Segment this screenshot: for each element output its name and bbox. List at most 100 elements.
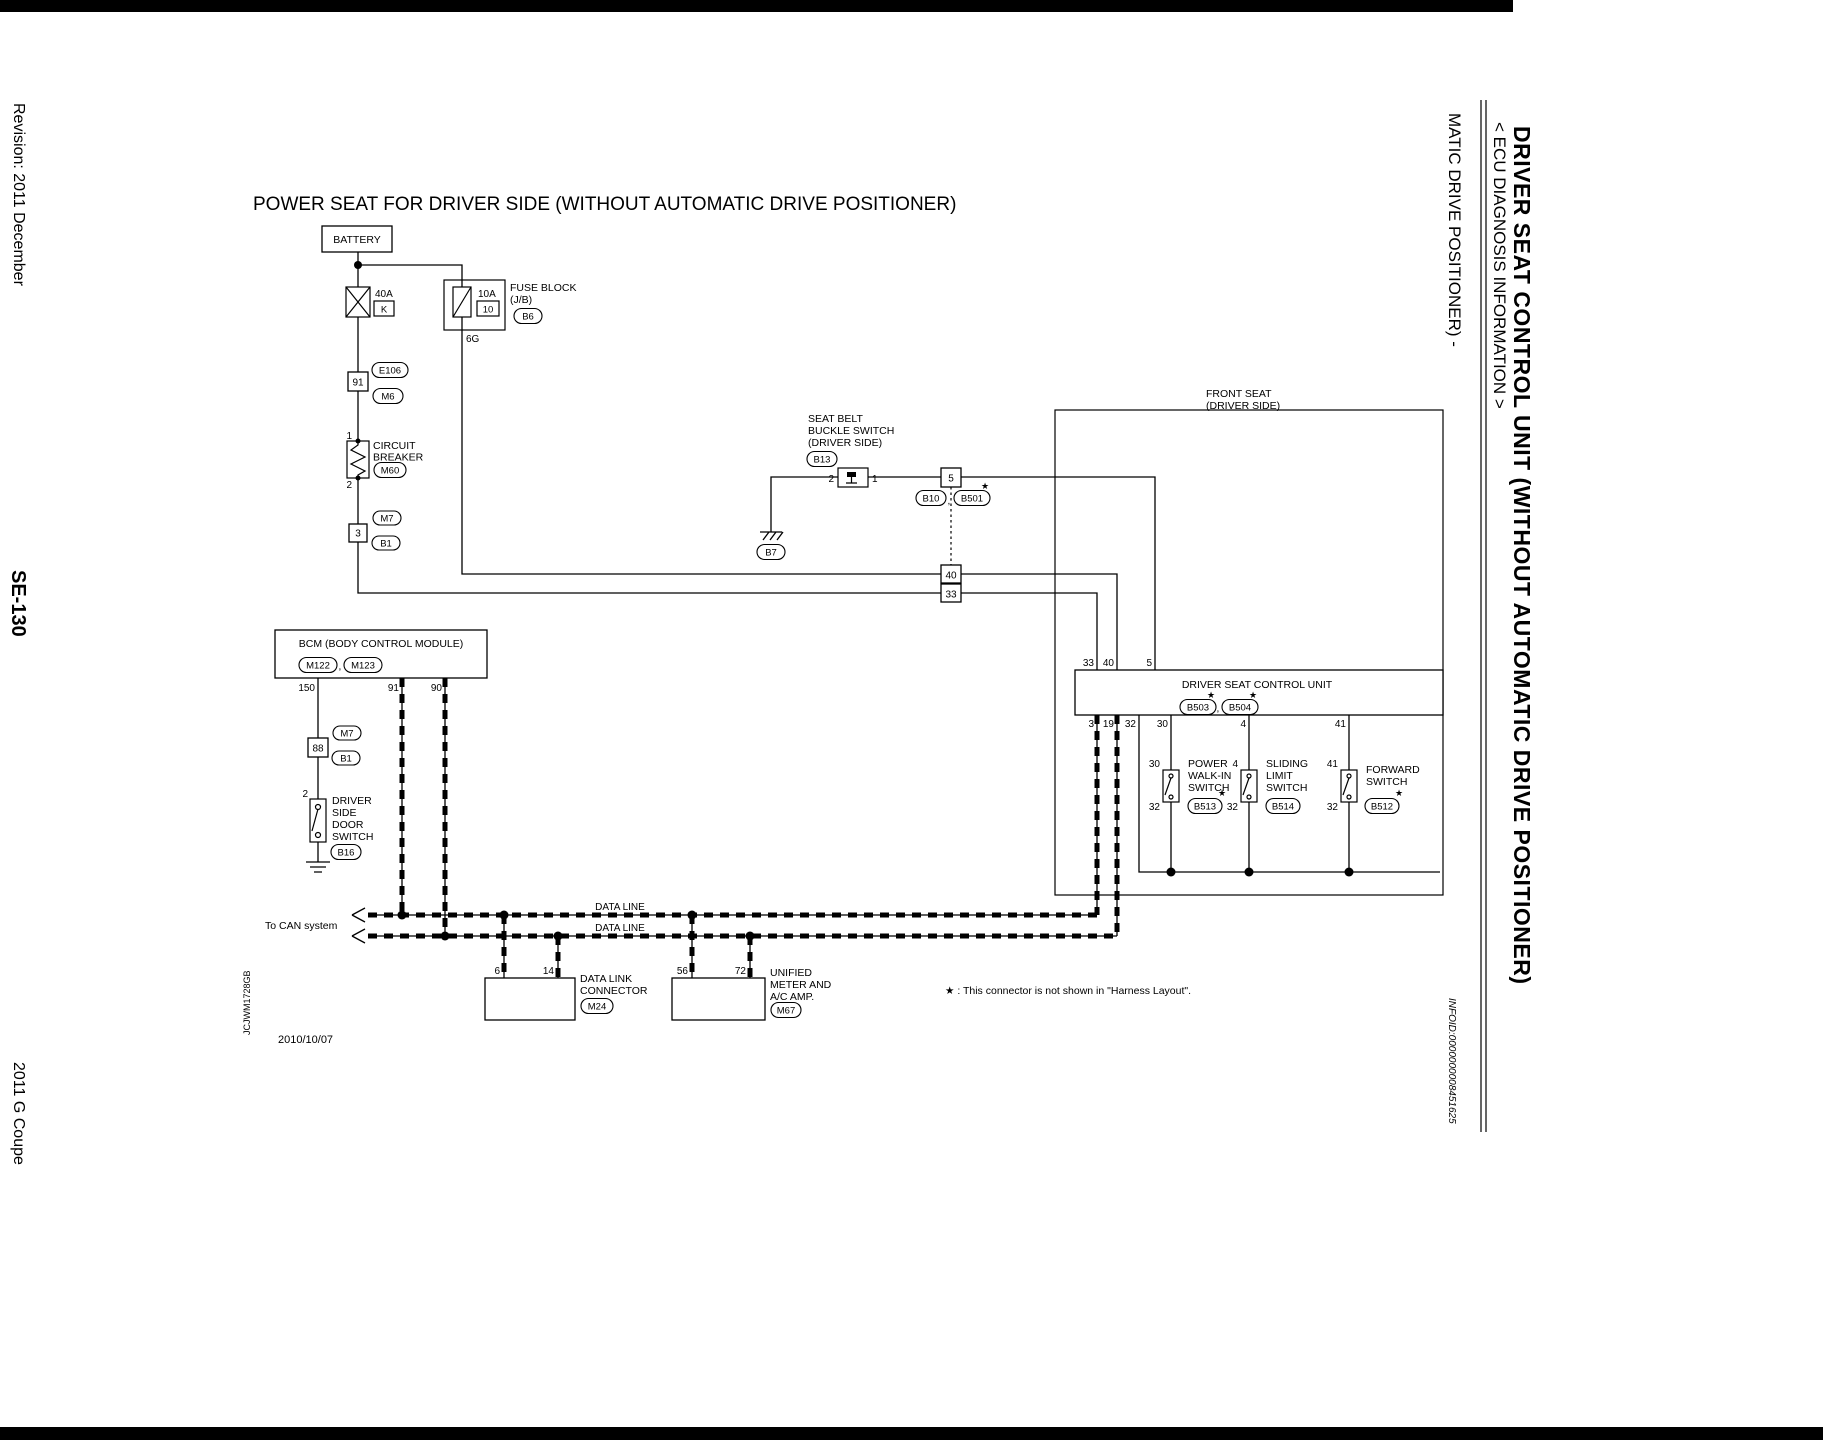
connector-91: 91 E106 M6 bbox=[347, 361, 409, 405]
connector-b514-oval bbox=[1265, 797, 1301, 815]
fuse-amp: 10A bbox=[478, 289, 496, 300]
connector-m24: M24 bbox=[588, 1002, 606, 1013]
connector-m60-oval bbox=[373, 461, 407, 479]
ground-symbol-door-switch bbox=[306, 861, 330, 873]
walkin-label-1: POWER bbox=[1188, 758, 1228, 770]
meter-pin-72: 72 bbox=[735, 966, 747, 977]
connector-b513: B513 bbox=[1194, 802, 1216, 813]
bcm-pin-90: 90 bbox=[431, 683, 443, 694]
connector-b504-star: ★ bbox=[1249, 690, 1257, 700]
connector-b512-oval bbox=[1364, 797, 1400, 815]
connector-m123: M123 bbox=[351, 661, 375, 672]
connector-b1b: B1 bbox=[340, 754, 352, 765]
connector-b503-star: ★ bbox=[1207, 690, 1215, 700]
connector-m122-oval bbox=[298, 656, 338, 674]
front-seat-name-2: (DRIVER SIDE) bbox=[1206, 400, 1280, 412]
connector-b501: B501 bbox=[961, 494, 983, 505]
walkin-pin-32: 32 bbox=[1149, 802, 1161, 813]
connector-b13: B13 bbox=[814, 455, 831, 466]
model-text: 2011 G Coupe bbox=[10, 1062, 27, 1165]
connector-b501-oval bbox=[953, 489, 991, 507]
bcm-comma: , bbox=[339, 662, 342, 673]
circuit-breaker: 1 2 CIRCUIT BREAKER M60 bbox=[346, 431, 424, 491]
connector-m6-oval bbox=[372, 387, 404, 405]
connector-b16-oval bbox=[330, 843, 362, 861]
door-switch-label-2: SIDE bbox=[332, 807, 357, 819]
belt-switch-symbol bbox=[837, 467, 869, 488]
data-line-label-2: DATA LINE bbox=[595, 923, 645, 934]
connector-e106: E106 bbox=[379, 366, 401, 377]
connector-40-box bbox=[940, 564, 962, 584]
unit-pin-3: 3 bbox=[1088, 719, 1094, 730]
connector-b512: B512 bbox=[1371, 802, 1393, 813]
right-margin: MATIC DRIVE POSITIONER) - < ECU DIAGNOSI… bbox=[1445, 113, 1535, 1124]
walkin-switch-symbol bbox=[1162, 769, 1180, 803]
connector-91-box bbox=[347, 371, 369, 392]
data-line-thin bbox=[368, 678, 1118, 978]
connector-b504-oval bbox=[1221, 698, 1259, 716]
connector-b514: B514 bbox=[1272, 802, 1294, 813]
dlc-pin-14: 14 bbox=[543, 966, 555, 977]
seat-control-unit-box bbox=[1074, 669, 1444, 716]
to-can-system-label: To CAN system bbox=[265, 920, 338, 932]
fusible-link-ref-box bbox=[373, 300, 395, 317]
connector-m24-oval bbox=[580, 997, 614, 1015]
fuse-row-label: 6G bbox=[466, 334, 480, 345]
meter-label-1: UNIFIED bbox=[770, 967, 812, 979]
connector-m60: M60 bbox=[381, 466, 399, 477]
breaker-label-2: BREAKER bbox=[373, 452, 424, 464]
connector-comma: , bbox=[948, 496, 951, 507]
connector-b512-star: ★ bbox=[1395, 788, 1403, 798]
forward-switch-symbol bbox=[1340, 769, 1358, 803]
meter-label-2: METER AND bbox=[770, 979, 832, 991]
footer-date: 2010/10/07 bbox=[278, 1034, 333, 1046]
data-line-stripes bbox=[368, 678, 1120, 978]
forward-label-2: SWITCH bbox=[1366, 776, 1407, 788]
infoid-text: INFOID:0000000008451625 bbox=[1446, 998, 1457, 1124]
battery-label: BATTERY bbox=[333, 234, 380, 246]
revision-text: Revision: 2011 December bbox=[10, 103, 27, 287]
unit-pin-19: 19 bbox=[1103, 719, 1115, 730]
fusible-link-amp: 40A bbox=[375, 289, 393, 300]
connector-91-pin: 91 bbox=[352, 378, 364, 389]
door-switch-label-4: SWITCH bbox=[332, 831, 373, 843]
walkin-pin-30: 30 bbox=[1149, 759, 1161, 770]
unit-pin-5: 5 bbox=[1146, 658, 1152, 669]
star-footnote: ★ : This connector is not shown in "Harn… bbox=[945, 985, 1191, 997]
battery: BATTERY bbox=[321, 225, 393, 253]
connector-b16: B16 bbox=[338, 848, 355, 859]
breaker-pin-1: 1 bbox=[346, 431, 352, 442]
walkin-label-3: SWITCH bbox=[1188, 782, 1229, 794]
page-code: SE-130 bbox=[7, 570, 29, 637]
connector-b1: B1 bbox=[380, 539, 392, 550]
fuse-10a: 10A 10 FUSE BLOCK (J/B) B6 6G bbox=[452, 282, 577, 345]
connector-b7-oval bbox=[756, 543, 786, 561]
chapter-title: DRIVER SEAT CONTROL UNIT (WITHOUT AUTOMA… bbox=[1509, 126, 1535, 985]
connector-b10-oval bbox=[915, 489, 947, 507]
connector-88: 88 M7 B1 bbox=[307, 725, 362, 766]
forward-switch: 41 32 FORWARD SWITCH ★ B512 bbox=[1327, 759, 1420, 815]
dlc-label-2: CONNECTOR bbox=[580, 985, 648, 997]
sliding-label-1: SLIDING bbox=[1266, 758, 1308, 770]
left-margin: Revision: 2011 December SE-130 2011 G Co… bbox=[7, 103, 29, 1165]
fuse-block-box bbox=[443, 279, 506, 331]
door-switch-label-3: DOOR bbox=[332, 819, 364, 831]
circuit-breaker-symbol bbox=[346, 440, 370, 479]
connector-88-pin: 88 bbox=[312, 744, 324, 755]
belt-switch-label-2: BUCKLE SWITCH bbox=[808, 425, 894, 437]
battery-box bbox=[321, 225, 393, 253]
fuse-ref-box bbox=[476, 300, 500, 317]
connector-m123-oval bbox=[343, 656, 383, 674]
section-name: < ECU DIAGNOSIS INFORMATION > bbox=[1490, 122, 1509, 409]
unit-pin-30: 30 bbox=[1157, 719, 1169, 730]
walkin-label-2: WALK-IN bbox=[1188, 770, 1231, 782]
fuse-ref: 10 bbox=[483, 305, 494, 316]
connector-3-pin: 3 bbox=[355, 529, 361, 540]
connector-m6: M6 bbox=[381, 392, 394, 403]
connector-b6-oval bbox=[513, 307, 543, 325]
unit-pin-4: 4 bbox=[1240, 719, 1246, 730]
front-seat-name-1: FRONT SEAT bbox=[1206, 388, 1272, 400]
sliding-limit-switch: 4 32 SLIDING LIMIT SWITCH B514 bbox=[1227, 758, 1308, 815]
connector-5-box bbox=[940, 467, 962, 488]
sliding-label-2: LIMIT bbox=[1266, 770, 1293, 782]
